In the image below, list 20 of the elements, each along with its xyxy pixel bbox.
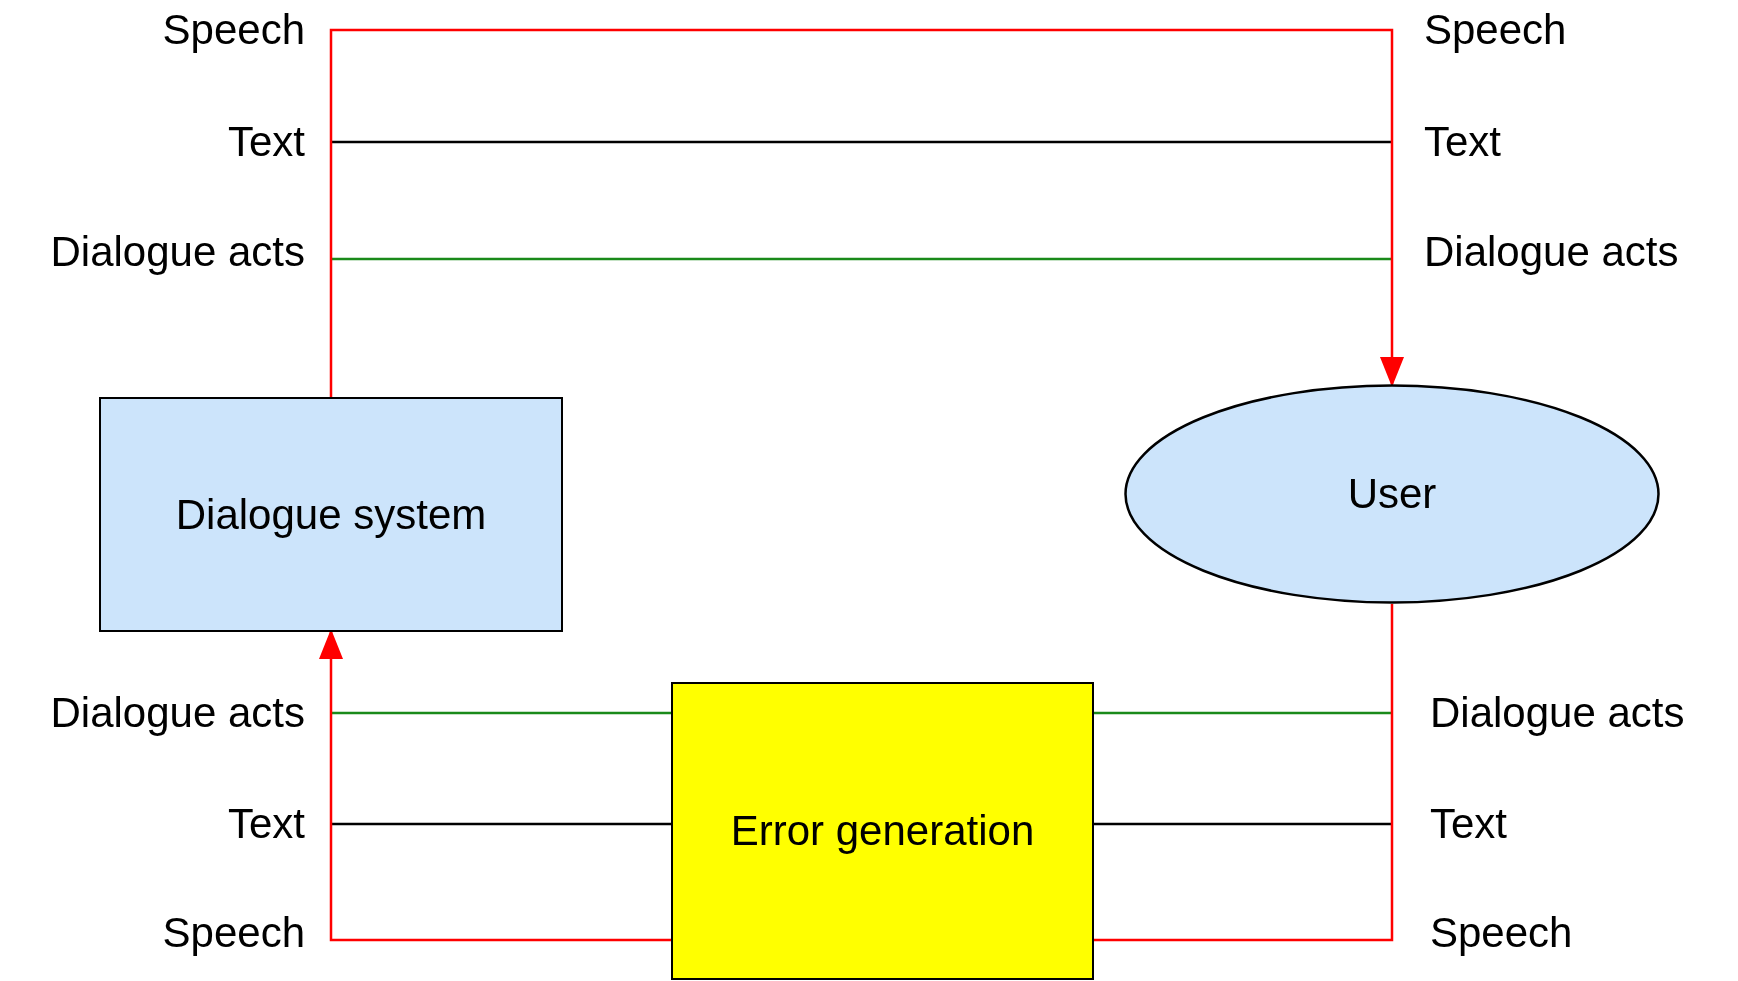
signal-label: Speech xyxy=(1430,908,1573,958)
process-box xyxy=(671,682,1094,980)
signal-label: Text xyxy=(227,117,305,167)
connector-line xyxy=(1094,604,1394,942)
signal-label: Dialogue acts xyxy=(1430,688,1685,738)
actor-ellipse xyxy=(1124,384,1660,604)
signal-label: Text xyxy=(1424,117,1502,167)
signal-label: Text xyxy=(227,799,305,849)
signal-label: Dialogue acts xyxy=(50,227,305,277)
node-label: Error generation xyxy=(730,807,1035,855)
signal-label: Text xyxy=(1430,799,1508,849)
signal-label: Speech xyxy=(162,5,305,55)
signal-label: Speech xyxy=(162,908,305,958)
arrow xyxy=(329,28,1404,397)
signal-label: Speech xyxy=(1424,5,1567,55)
process-box xyxy=(99,397,563,632)
signal-label: Dialogue acts xyxy=(1424,227,1679,277)
signal-label: Dialogue acts xyxy=(50,688,305,738)
node-label: User xyxy=(1347,470,1437,518)
node-label: Dialogue system xyxy=(175,490,487,539)
